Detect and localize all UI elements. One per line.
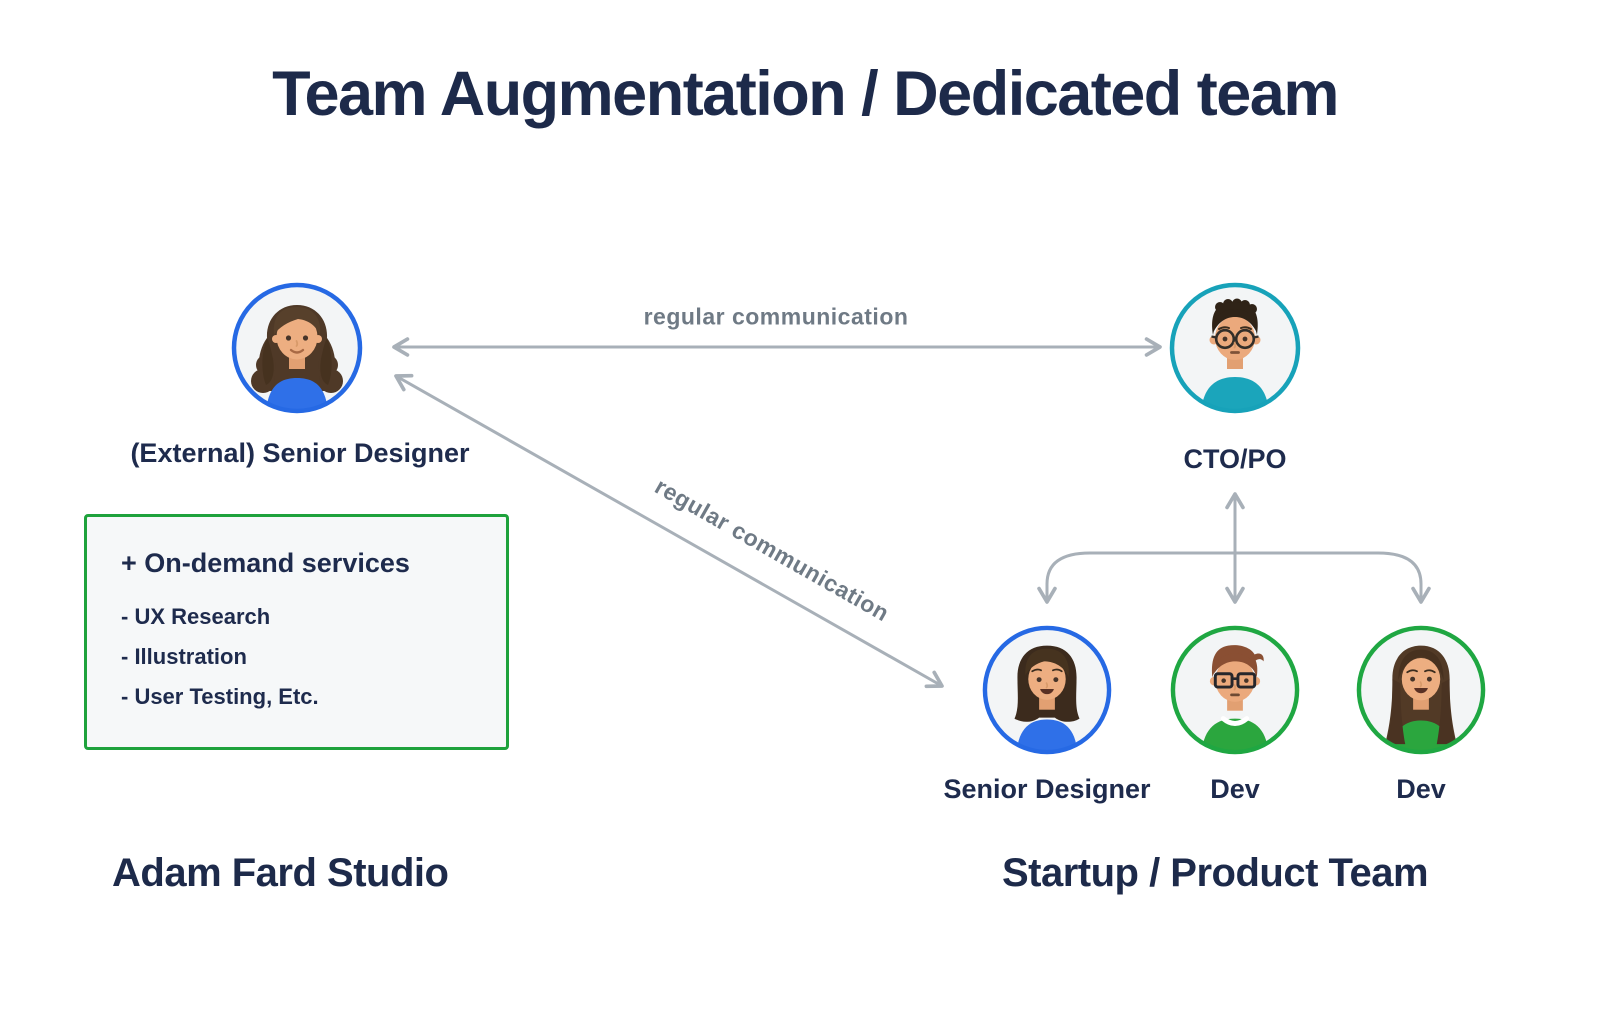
avatar-external-senior-designer <box>230 281 364 420</box>
woman-long-hair-avatar-icon <box>231 282 363 414</box>
services-item-illustration: - Illustration <box>121 644 247 669</box>
arrow-branch-left <box>1037 551 1092 604</box>
page-title: Team Augmentation / Dedicated team <box>272 59 1339 129</box>
external-senior-designer-label: (External) Senior Designer <box>130 438 470 468</box>
avatar-dev-1 <box>1169 624 1301 761</box>
cto-po-label: CTO/PO <box>1183 444 1287 474</box>
dev-1-label: Dev <box>1210 774 1260 804</box>
services-item-user-testing: - User Testing, Etc. <box>121 684 319 709</box>
woman-bob-hair-avatar-icon <box>982 625 1112 755</box>
services-item-ux-research: - UX Research <box>121 604 271 629</box>
avatar-cto-po <box>1168 281 1302 420</box>
avatar-senior-designer <box>981 624 1113 761</box>
senior-designer-label: Senior Designer <box>943 774 1151 804</box>
diagonal-communication-label: regular communication <box>650 472 894 627</box>
on-demand-services-box: + On-demand services - UX Research - Ill… <box>84 514 509 750</box>
startup-product-team-label: Startup / Product Team <box>1001 851 1429 895</box>
arrow-branch-right <box>1376 551 1431 604</box>
man-rect-glasses-avatar-icon <box>1170 625 1300 755</box>
services-heading: + On-demand services <box>121 548 410 578</box>
horizontal-communication-label: regular communication <box>643 303 909 330</box>
dev-2-label: Dev <box>1396 774 1446 804</box>
adam-fard-studio-label: Adam Fard Studio <box>112 851 449 895</box>
woman-straight-hair-avatar-icon <box>1356 625 1486 755</box>
man-round-glasses-avatar-icon <box>1169 282 1301 414</box>
avatar-dev-2 <box>1355 624 1487 761</box>
